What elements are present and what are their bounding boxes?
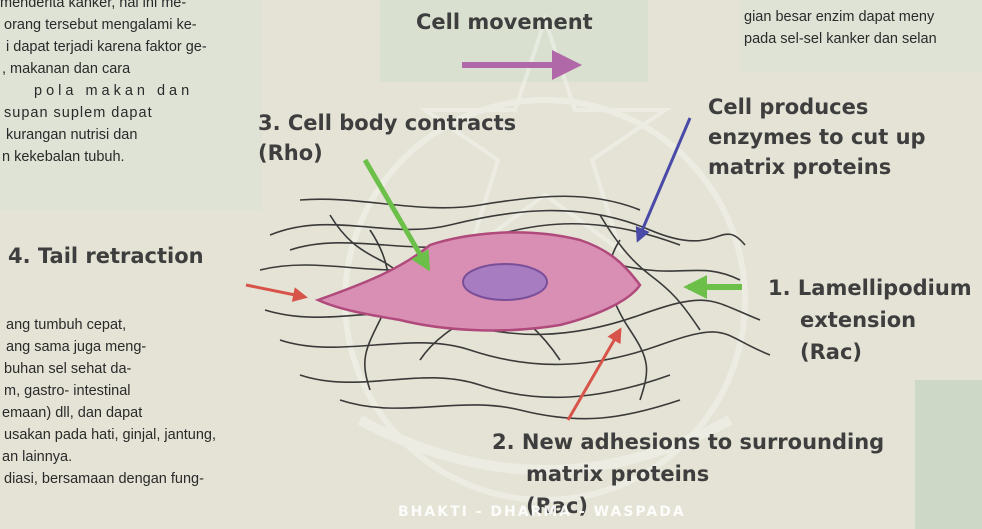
- tail-retraction-arrow: [246, 285, 305, 297]
- step1-label-line: 1. Lamellipodium: [768, 272, 972, 304]
- step1-label: 1. Lamellipodium extension (Rac): [768, 272, 972, 368]
- step3-label: 3. Cell body contracts (Rho): [258, 108, 516, 168]
- diagram-title: Cell movement: [416, 10, 593, 34]
- enzymes-label-line: enzymes to cut up: [708, 122, 926, 152]
- step3-label-line: (Rho): [258, 138, 516, 168]
- enzymes-label-line: Cell produces: [708, 92, 926, 122]
- new-adhesions-arrow: [568, 330, 620, 420]
- enzymes-label: Cell produces enzymes to cut up matrix p…: [708, 92, 926, 182]
- emblem-motto: BHAKTI - DHARMA - WASPADA: [398, 504, 686, 520]
- enzymes-label-line: matrix proteins: [708, 152, 926, 182]
- step1-label-line: extension: [768, 304, 972, 336]
- step1-label-line: (Rac): [768, 336, 972, 368]
- step3-label-line: 3. Cell body contracts: [258, 108, 516, 138]
- nucleus: [463, 264, 547, 300]
- step2-label-line: 2. New adhesions to surrounding: [492, 426, 884, 458]
- step4-label: 4. Tail retraction: [8, 244, 204, 268]
- step2-label-line: matrix proteins: [492, 458, 884, 490]
- cell-body-contracts-arrow: [365, 160, 428, 268]
